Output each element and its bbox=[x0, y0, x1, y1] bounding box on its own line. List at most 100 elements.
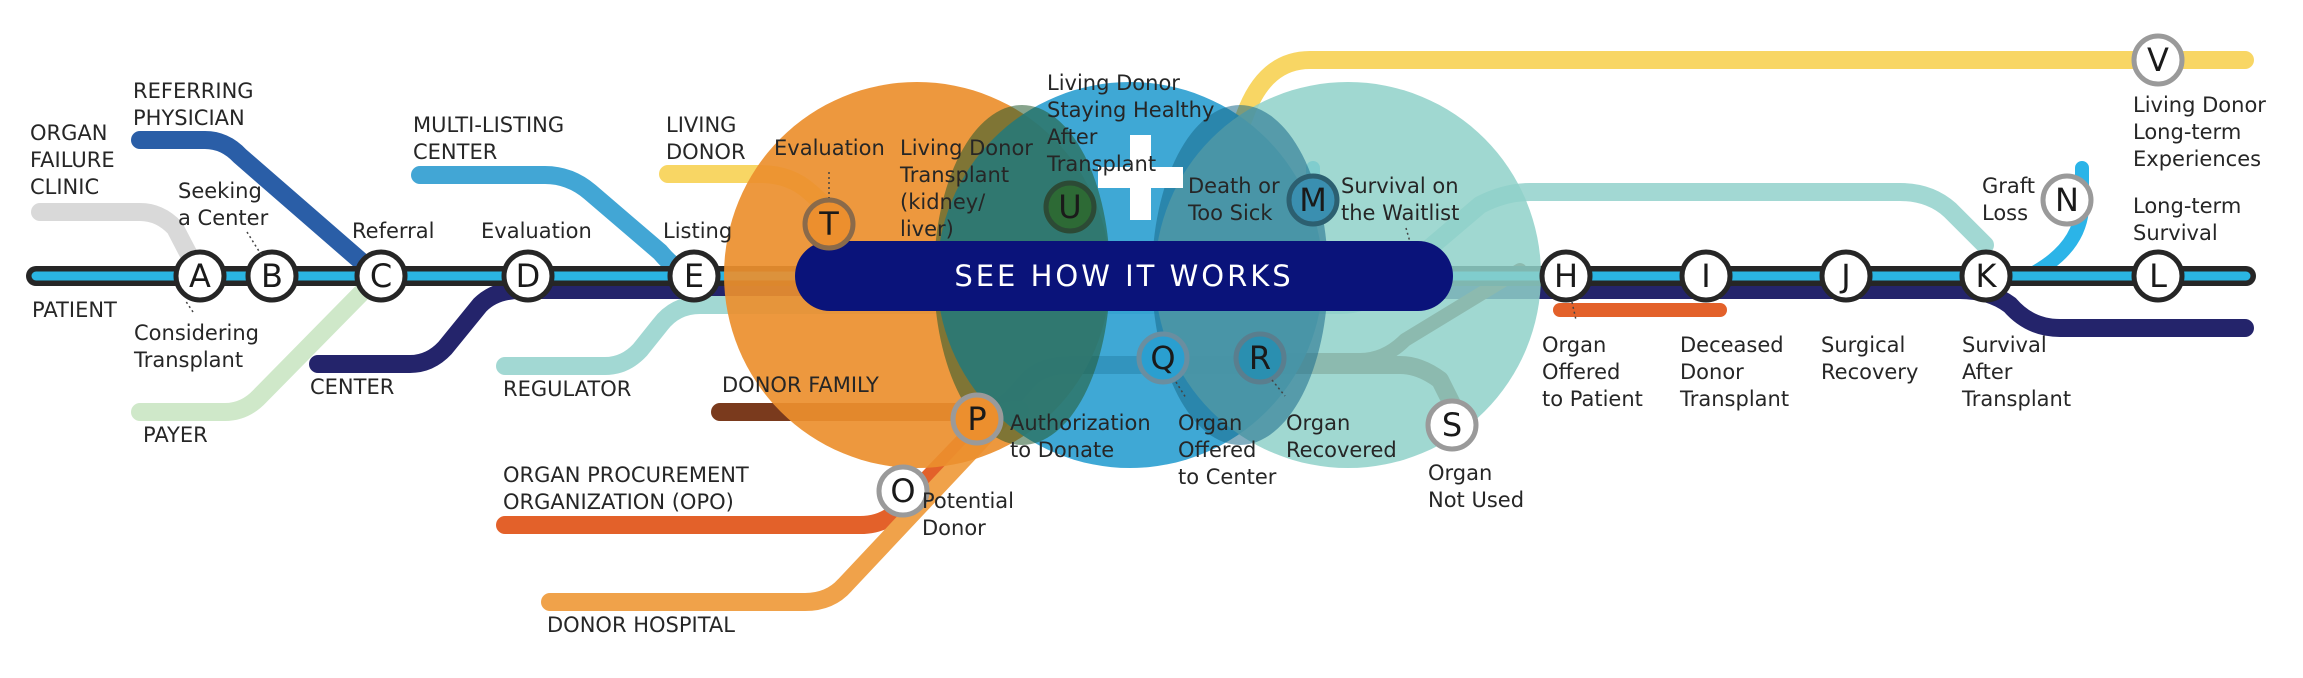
label-line: Living Donor bbox=[2133, 93, 2266, 117]
label-line: Not Used bbox=[1428, 488, 1524, 512]
station-t[interactable]: T bbox=[802, 197, 856, 251]
label-line: Organ bbox=[1428, 461, 1492, 485]
svg-text:H: H bbox=[1554, 257, 1578, 295]
station-p-label: Authorization to Donate bbox=[1010, 411, 1151, 462]
label-line: LIVING bbox=[666, 113, 736, 137]
station-q[interactable]: Q bbox=[1136, 331, 1190, 385]
svg-text:V: V bbox=[2147, 41, 2169, 79]
svg-text:E: E bbox=[684, 257, 704, 295]
referring-physician-line bbox=[131, 131, 387, 285]
label-line: to Donate bbox=[1010, 438, 1114, 462]
station-p[interactable]: P bbox=[950, 392, 1004, 446]
stations: A B C D E H I J K L M N O P Q R S T U V bbox=[173, 33, 2185, 518]
station-e[interactable]: E bbox=[667, 249, 721, 303]
referring-physician-label: REFERRING PHYSICIAN bbox=[133, 79, 254, 130]
station-r[interactable]: R bbox=[1233, 331, 1287, 385]
label-line: Transplant bbox=[1679, 387, 1789, 411]
death-label: Death or Too Sick bbox=[1187, 174, 1280, 225]
label-line: Staying Healthy bbox=[1047, 98, 1214, 122]
station-i[interactable]: I bbox=[1679, 249, 1733, 303]
label-line: Organ bbox=[1178, 411, 1242, 435]
station-c[interactable]: C bbox=[354, 249, 408, 303]
cta-label[interactable]: SEE HOW IT WORKS bbox=[954, 259, 1293, 293]
label-line: DONOR HOSPITAL bbox=[547, 613, 735, 637]
station-s[interactable]: S bbox=[1425, 398, 1479, 452]
svg-text:Q: Q bbox=[1150, 339, 1175, 377]
station-k[interactable]: K bbox=[1959, 249, 2013, 303]
label-line: Long-term bbox=[2133, 120, 2241, 144]
label-line: Evaluation bbox=[481, 219, 592, 243]
svg-text:N: N bbox=[2055, 181, 2079, 219]
label-line: Transplant bbox=[899, 163, 1009, 187]
label-line: Offered bbox=[1542, 360, 1620, 384]
station-j[interactable]: J bbox=[1819, 249, 1873, 303]
svg-text:L: L bbox=[2149, 257, 2167, 295]
station-l[interactable]: L bbox=[2131, 249, 2185, 303]
station-u[interactable]: U bbox=[1043, 180, 1097, 234]
svg-text:S: S bbox=[1442, 406, 1462, 444]
label-line: CENTER bbox=[310, 375, 394, 399]
label-line: Potential bbox=[922, 489, 1014, 513]
label-line: liver) bbox=[900, 217, 954, 241]
payer-line bbox=[131, 267, 387, 421]
label-line: to Patient bbox=[1542, 387, 1643, 411]
station-m[interactable]: M bbox=[1286, 173, 1340, 227]
label-line: Seeking bbox=[178, 179, 262, 203]
svg-text:A: A bbox=[189, 257, 211, 295]
label-line: Authorization bbox=[1010, 411, 1151, 435]
label-line: DONOR bbox=[666, 140, 746, 164]
label-line: Evaluation bbox=[774, 136, 885, 160]
station-b[interactable]: B bbox=[245, 249, 299, 303]
label-line: Offered bbox=[1178, 438, 1256, 462]
label-line: Death or bbox=[1188, 174, 1280, 198]
label-line: DONOR FAMILY bbox=[722, 373, 879, 397]
cta-background[interactable] bbox=[795, 241, 1453, 311]
label-line: Living Donor bbox=[900, 136, 1033, 160]
living-donor-label: LIVING DONOR bbox=[666, 113, 746, 164]
label-line: Transplant bbox=[133, 348, 243, 372]
label-line: FAILURE bbox=[30, 148, 115, 172]
donor-family-label: DONOR FAMILY bbox=[722, 373, 879, 397]
label-line: CENTER bbox=[413, 140, 497, 164]
label-line: PHYSICIAN bbox=[133, 106, 245, 130]
label-line: Donor bbox=[1680, 360, 1744, 384]
svg-text:K: K bbox=[1976, 257, 1998, 295]
label-line: Referral bbox=[352, 219, 434, 243]
label-line: Considering bbox=[134, 321, 259, 345]
svg-text:J: J bbox=[1839, 257, 1850, 295]
label-line: PAYER bbox=[143, 423, 208, 447]
station-o[interactable]: O bbox=[876, 464, 930, 518]
label-line: Transplant bbox=[1961, 387, 2071, 411]
see-how-it-works-button[interactable]: SEE HOW IT WORKS bbox=[795, 241, 1453, 311]
station-h[interactable]: H bbox=[1539, 249, 1593, 303]
clinic-line bbox=[31, 203, 209, 285]
label-line: REFERRING bbox=[133, 79, 254, 103]
payer-label: PAYER bbox=[143, 423, 208, 447]
station-v[interactable]: V bbox=[2131, 33, 2185, 87]
station-n[interactable]: N bbox=[2040, 173, 2094, 227]
svg-text:U: U bbox=[1058, 188, 1081, 226]
label-line: Transplant bbox=[1046, 152, 1156, 176]
label-line: (kidney/ bbox=[900, 190, 986, 214]
label-line: ORGAN PROCUREMENT bbox=[503, 463, 749, 487]
label-line: Listing bbox=[663, 219, 732, 243]
label-line: Too Sick bbox=[1187, 201, 1273, 225]
station-d[interactable]: D bbox=[501, 249, 555, 303]
station-a[interactable]: A bbox=[173, 249, 227, 303]
